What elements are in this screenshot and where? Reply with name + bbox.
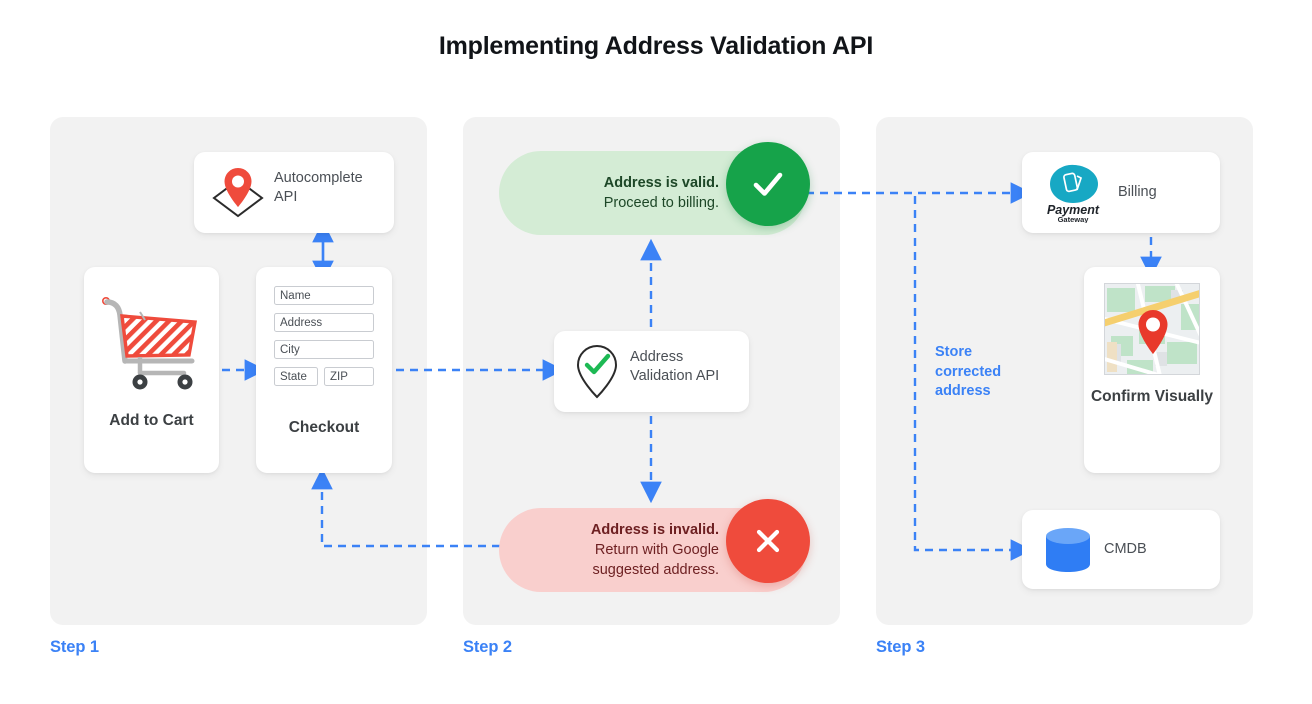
state-field[interactable]: State [274, 367, 318, 386]
address-valid-line1: Address is valid. [603, 175, 719, 191]
address-valid-line2: Proceed to billing. [603, 195, 719, 211]
close-badge [726, 499, 810, 583]
address-invalid-text: Address is invalid. Return with Google s… [523, 508, 719, 592]
checkout-card[interactable]: Name Address City State ZIP Checkout [256, 267, 392, 473]
add-to-cart-label: Add to Cart [109, 412, 194, 429]
checkout-label: Checkout [288, 419, 360, 436]
address-invalid-pill: Address is invalid. Return with Google s… [499, 499, 810, 592]
address-invalid-line3: suggested address. [592, 562, 719, 578]
database-cylinder-icon [1046, 528, 1090, 572]
add-to-cart-card[interactable]: Add to Cart [84, 267, 219, 473]
address-valid-text: Address is valid. Proceed to billing. [523, 151, 719, 235]
map-pin-diamond-icon [212, 168, 264, 218]
payment-logo-secondary: Gateway [1058, 215, 1090, 223]
city-field[interactable]: City [274, 340, 374, 359]
autocomplete-api-label: Autocomplete API [274, 170, 363, 205]
check-icon [753, 172, 783, 196]
address-field[interactable]: Address [274, 313, 374, 332]
address-validation-api-label: Address Validation API [630, 349, 720, 384]
billing-card[interactable]: Payment Gateway Billing [1022, 152, 1220, 233]
zip-field[interactable]: ZIP [324, 367, 374, 386]
address-invalid-line1: Address is invalid. [590, 522, 719, 538]
payment-gateway-logo: Payment Gateway [1047, 164, 1100, 223]
address-valid-pill: Address is valid. Proceed to billing. [499, 142, 810, 235]
page-title: Implementing Address Validation API [438, 32, 874, 60]
shopping-cart-icon [102, 297, 198, 390]
billing-label: Billing [1118, 184, 1157, 200]
step-3-label: Step 3 [876, 638, 925, 656]
autocomplete-api-card[interactable]: Autocomplete API [194, 152, 394, 233]
step-2-label: Step 2 [463, 638, 512, 656]
store-corrected-address-note: Store corrected address [935, 344, 1002, 399]
map-thumbnail [1104, 283, 1200, 375]
confirm-visually-card[interactable]: Confirm Visually [1084, 267, 1220, 473]
close-x-icon [756, 529, 780, 553]
payment-logo-primary: Payment [1047, 203, 1100, 217]
cmdb-card[interactable]: CMDB [1022, 510, 1220, 589]
step-1-label: Step 1 [50, 638, 99, 656]
address-invalid-line2: Return with Google [594, 542, 719, 558]
check-badge [726, 142, 810, 226]
pin-check-icon [576, 344, 618, 399]
name-field[interactable]: Name [274, 286, 374, 305]
address-validation-api-card[interactable]: Address Validation API [554, 331, 749, 412]
cmdb-label: CMDB [1104, 541, 1147, 557]
confirm-visually-label: Confirm Visually [1090, 388, 1214, 405]
